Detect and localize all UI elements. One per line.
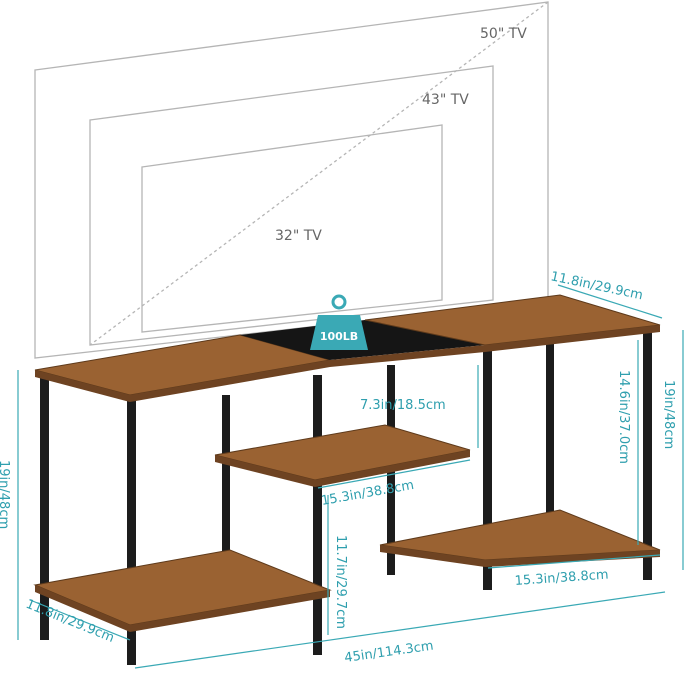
right-shelf-width-label: 15.3in/38.8cm <box>514 567 609 589</box>
middle-gap-label: 7.3in/18.5cm <box>360 398 446 413</box>
tv-50-outline <box>34 1 549 359</box>
tv-50-label: 50" TV <box>480 26 527 42</box>
weight-icon <box>310 315 368 350</box>
height-left-label: 19in/48cm <box>0 460 11 529</box>
left-bottom-shelf <box>33 549 332 626</box>
lower-gap-label: 11.7in/29.7cm <box>333 535 348 629</box>
tv-outlines <box>34 1 549 359</box>
height-right-label: 19in/48cm <box>661 380 676 449</box>
tv-32-label: 32" TV <box>275 228 322 244</box>
tv-32-outline <box>141 124 443 333</box>
tv-43-label: 43" TV <box>422 92 469 108</box>
weight-label: 100LB <box>320 330 358 343</box>
dimension-lines <box>17 284 684 669</box>
weight-badge: 100LB <box>310 294 368 350</box>
middle-shelf <box>214 424 471 481</box>
right-gap-label: 14.6in/37.0cm <box>616 370 631 464</box>
tv-43-outline <box>89 65 494 346</box>
total-width-label: 45in/114.3cm <box>343 639 434 666</box>
